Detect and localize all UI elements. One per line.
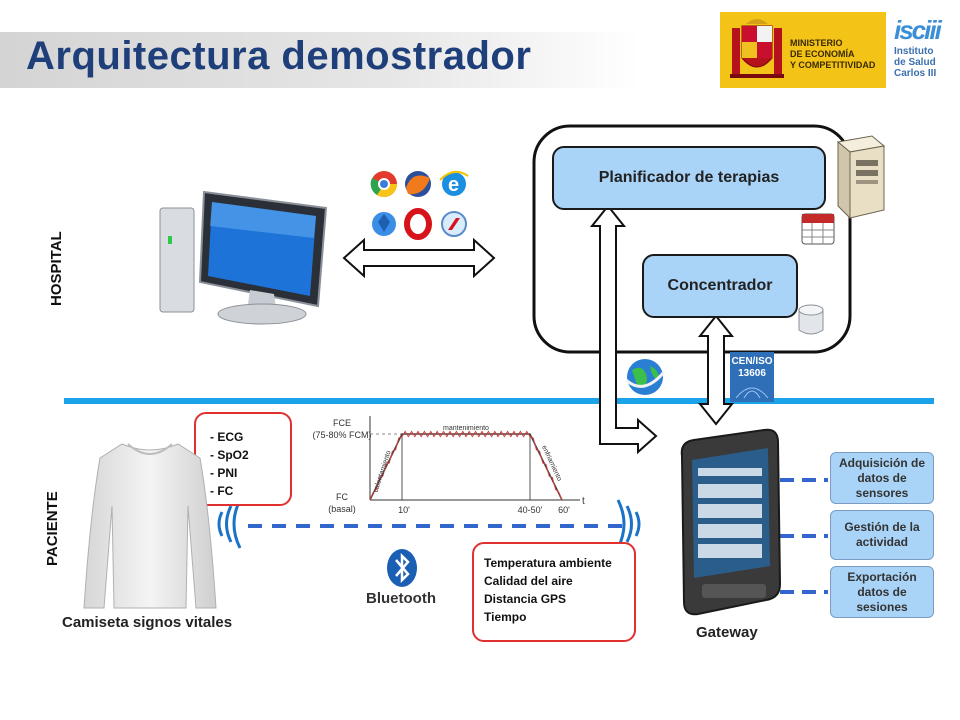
isciii-line: Carlos III bbox=[894, 68, 937, 79]
network-divider bbox=[64, 398, 934, 404]
page-title: Arquitectura demostrador bbox=[26, 34, 532, 78]
chart-ylabel-top: FCE bbox=[333, 418, 351, 428]
ministerio-line: MINISTERIO bbox=[790, 38, 843, 48]
cen-iso-line2: 13606 bbox=[738, 368, 766, 379]
chart-ylabel-bottom-1: FC bbox=[336, 492, 348, 502]
chart-x-tick-label: 10' bbox=[398, 505, 410, 515]
chrome-icon bbox=[370, 171, 398, 198]
planificador-gateway-arrow bbox=[589, 204, 658, 455]
calendar-icon bbox=[801, 213, 835, 245]
database-icon bbox=[798, 304, 824, 335]
server-icon bbox=[836, 135, 886, 220]
shirt-caption: Camiseta signos vitales bbox=[62, 614, 233, 631]
vital-item: - ECG bbox=[210, 430, 244, 444]
vitals-box: - ECG - SpO2 - PNI - FC bbox=[194, 412, 292, 506]
svg-text:e: e bbox=[448, 174, 459, 196]
chart-measured-signal bbox=[369, 430, 563, 501]
environment-item: Distancia GPS bbox=[484, 592, 567, 606]
chart-ylabel-range: (75-80% FCM) bbox=[312, 430, 371, 440]
chart-ylabel-bottom-2: (basal) bbox=[328, 504, 356, 514]
chart-phase-label: calentamiento bbox=[373, 450, 393, 494]
computer-icon bbox=[159, 190, 328, 325]
cen-iso-line1: CEN/ISO bbox=[731, 356, 773, 367]
chart-phase-label: mantenimiento bbox=[443, 425, 489, 432]
cen-iso-badge: CEN/ISO 13606 bbox=[730, 352, 774, 402]
pc-web-double-arrow bbox=[342, 237, 496, 279]
vital-item: - FC bbox=[210, 484, 234, 498]
planificador-box: Planificador de terapias bbox=[552, 146, 826, 210]
isciii-line: Instituto bbox=[894, 46, 934, 57]
safari-icon bbox=[441, 211, 467, 237]
gateway-caption: Gateway bbox=[696, 624, 758, 641]
ministerio-line: Y COMPETITIVIDAD bbox=[790, 60, 876, 70]
bluetooth-label: Bluetooth bbox=[366, 590, 436, 607]
environment-item: Calidad del aire bbox=[484, 574, 573, 588]
konqueror-icon bbox=[372, 212, 396, 236]
chart-x-tick-label: 60' bbox=[558, 505, 570, 515]
vital-item: - SpO2 bbox=[210, 448, 249, 462]
coat-of-arms-icon bbox=[730, 19, 784, 78]
firefox-icon bbox=[405, 171, 431, 197]
ministerio-logo: MINISTERIO DE ECONOMÍA Y COMPETITIVIDAD bbox=[720, 12, 886, 88]
bluetooth-icon bbox=[387, 549, 417, 587]
action-gestion: Gestión de la actividad bbox=[830, 510, 934, 560]
title-band bbox=[0, 32, 640, 88]
action-exportacion: Exportación datos de sesiones bbox=[830, 566, 934, 618]
heart-rate-chart: FCE (75-80% FCM) FC (basal) t 10' 40-50' 6… bbox=[312, 416, 585, 515]
vital-item: - PNI bbox=[210, 466, 238, 480]
environment-box: Temperatura ambiente Calidad del aire Di… bbox=[472, 542, 636, 642]
shirt-icon bbox=[83, 443, 217, 609]
chart-x-tick-label: 40-50' bbox=[518, 505, 543, 515]
ministerio-line: DE ECONOMÍA bbox=[790, 49, 855, 59]
opera-icon bbox=[404, 208, 432, 240]
bluetooth-logo: Bluetooth bbox=[366, 548, 442, 612]
isciii-mark: isciii bbox=[894, 15, 942, 45]
action-adquisicion: Adquisición de datos de sensores bbox=[830, 452, 934, 504]
isciii-line: de Salud bbox=[894, 57, 936, 68]
environment-item: Temperatura ambiente bbox=[484, 556, 612, 570]
concentrador-gateway-arrow bbox=[697, 314, 735, 426]
concentrador-box: Concentrador bbox=[642, 254, 798, 318]
chart-ideal-profile bbox=[369, 433, 563, 501]
chart-xlabel: t bbox=[582, 496, 585, 507]
isciii-logo: isciii Instituto de Salud Carlos III bbox=[894, 14, 956, 94]
internet-explorer-icon: e bbox=[439, 170, 469, 196]
environment-item: Tiempo bbox=[484, 610, 527, 624]
browser-icons: e bbox=[370, 170, 469, 240]
globe-icon bbox=[625, 359, 666, 395]
globe-grid-icon bbox=[735, 387, 769, 399]
smartphone-icon bbox=[680, 428, 782, 616]
